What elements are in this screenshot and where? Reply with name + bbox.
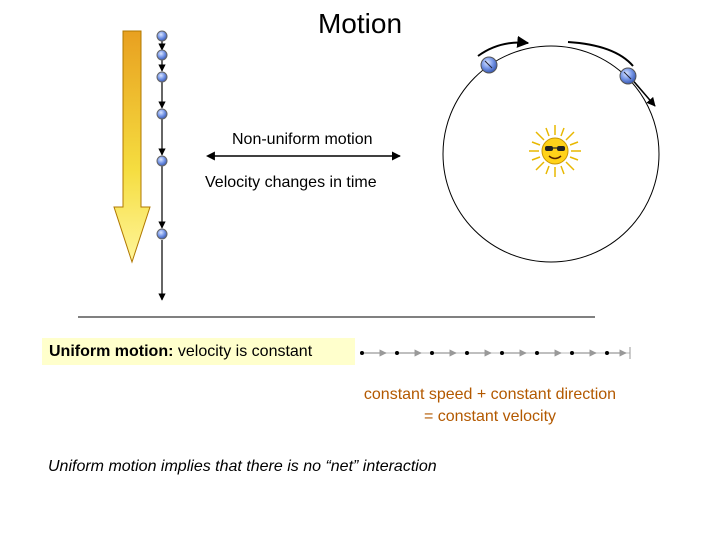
ball xyxy=(156,49,168,61)
definition-line-1: constant speed + constant direction xyxy=(363,386,617,403)
ball xyxy=(156,155,168,167)
net-interaction-note: Uniform motion implies that there is no … xyxy=(48,458,437,475)
ball xyxy=(156,228,168,240)
uniform-motion-sequence xyxy=(360,347,631,359)
velocity-changes-label: Velocity changes in time xyxy=(205,174,377,191)
ball xyxy=(156,71,168,83)
constant-velocity-definition: constant speed + constant direction = co… xyxy=(330,384,650,428)
page-title: Motion xyxy=(317,8,403,39)
uniform-motion-lead: Uniform motion: xyxy=(49,343,174,360)
uniform-motion-definition: Uniform motion: velocity is constant xyxy=(42,338,355,365)
falling-arrow-icon xyxy=(113,30,151,264)
definition-line-2: = constant velocity xyxy=(423,408,557,425)
sun-icon xyxy=(529,125,581,177)
falling-ball-sequence xyxy=(156,30,168,301)
nonuniform-motion-label: Non-uniform motion xyxy=(232,131,373,148)
ball xyxy=(156,108,168,120)
uniform-motion-rest: velocity is constant xyxy=(173,343,313,360)
ball xyxy=(156,30,168,42)
orbit-diagram xyxy=(442,35,660,263)
